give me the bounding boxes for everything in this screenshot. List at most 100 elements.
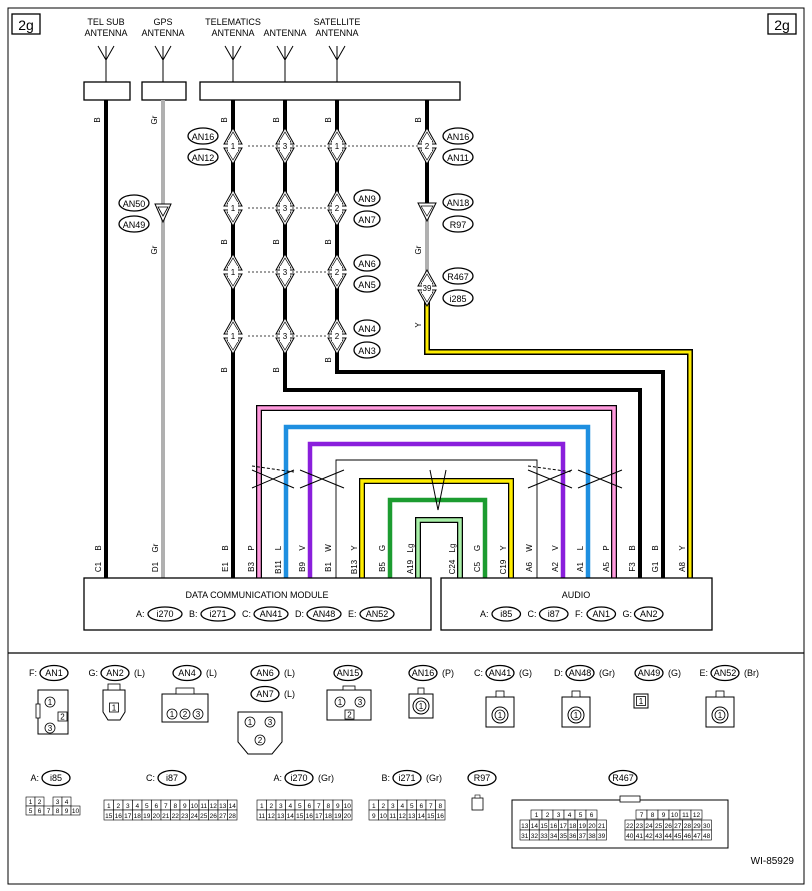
legend-row2-3-suffix: (Gr) <box>426 773 442 783</box>
legend-row2-0-oval <box>41 769 71 787</box>
label-an7: AN7 <box>353 210 381 228</box>
page-tag-right: 2g <box>767 13 797 35</box>
an4-pin-1: 1 <box>170 710 175 719</box>
i270-connector-icon-pin: 16 <box>306 813 314 820</box>
i271-connector-icon-pin: 1 <box>372 803 376 810</box>
r467-right-pin: 29 <box>693 823 701 830</box>
r467-left-top-pin: 6 <box>590 812 594 819</box>
i271-connector-icon-pin: 12 <box>399 813 407 820</box>
i87-connector-icon-pin: 22 <box>172 813 180 820</box>
legend-row2-2-suffix: (Gr) <box>318 773 334 783</box>
label-an11-text: AN11 <box>447 153 469 163</box>
legend-row2-0-id: i85 <box>50 773 62 783</box>
r467-right-pin: 24 <box>645 823 653 830</box>
r467-left-pin: 36 <box>569 833 577 840</box>
an41-connector-icon: 1 <box>485 690 515 728</box>
dcm-conn-prefix-4: E: <box>348 609 357 619</box>
label-an49-text: AN49 <box>123 220 146 230</box>
r467-left-pin: 31 <box>521 833 529 840</box>
i87-connector-icon-pin: 23 <box>181 813 189 820</box>
i87-connector-icon-pin: 27 <box>219 813 227 820</box>
inline-conn-an16-1b-pin: 1 <box>335 142 340 151</box>
legend-entry-row1-6: AN16(P) <box>408 664 454 682</box>
wires <box>104 100 693 578</box>
legend-row1-4-oval <box>250 685 280 703</box>
inline-conn-an9-2: 2 <box>327 188 347 228</box>
legend-row1-10-prefix: E: <box>699 668 708 678</box>
inline-conn-r467-39: 39 <box>417 268 437 308</box>
inline-conn-an9-2-pin: 2 <box>335 204 340 213</box>
wl-c3-b: B <box>324 239 333 244</box>
inline-conn-an4-1-pin: 1 <box>231 332 236 341</box>
satellite-antenna-label-2: ANTENNA <box>315 28 358 38</box>
audio-conn-id-2: AN1 <box>592 609 610 619</box>
r467-left-pin: 32 <box>531 833 539 840</box>
r467-right-pin: 42 <box>645 833 653 840</box>
i85-connector-icon-pin: 4 <box>65 799 69 806</box>
legend-row1-8-prefix: D: <box>554 668 563 678</box>
i270-connector-icon-pin: 8 <box>326 803 330 810</box>
dcm-wire-color-9: Lg <box>406 544 415 553</box>
wl-gps-mid: Gr <box>150 245 159 254</box>
i87-connector-icon-pin: 5 <box>145 803 149 810</box>
i85-connector-icon-pin: 10 <box>72 808 80 815</box>
r467-left-pin: 14 <box>531 823 539 830</box>
i85-connector-icon-pin: 6 <box>38 808 42 815</box>
audio-wire-color-8: B <box>651 545 660 550</box>
wl-c1-c: B <box>220 367 229 372</box>
inline-conn-an16-3-pin: 3 <box>283 142 288 151</box>
i271-connector-icon-pin: 6 <box>419 803 423 810</box>
i85-connector-icon-pin: 8 <box>56 808 60 815</box>
r467-right-pin: 43 <box>655 833 663 840</box>
inline-conn-an16-1: 1 <box>223 126 243 166</box>
inline-conn-an4-3-pin: 3 <box>283 332 288 341</box>
label-an9: AN9 <box>353 189 381 207</box>
legend-row1-6-suffix: (P) <box>442 668 454 678</box>
audio-pin-9: A8 <box>678 562 687 572</box>
dcm-conn-id-1: i271 <box>209 609 226 619</box>
legend-row2-5-oval <box>608 769 638 787</box>
an1-pin-2: 2 <box>60 713 65 722</box>
wire-pink <box>257 406 616 578</box>
label-an16-right: AN16 <box>442 127 474 145</box>
audio-conn-prefix-3: G: <box>623 609 633 619</box>
r467-right-top-pin: 8 <box>651 812 655 819</box>
dcm-conn-prefix-0: A: <box>136 609 145 619</box>
audio-title: AUDIO <box>562 590 591 600</box>
wire-green <box>387 497 488 578</box>
dcm-wire-color-7: Y <box>350 545 359 551</box>
inline-conn-an9-3-pin: 3 <box>283 204 288 213</box>
antenna-label: ANTENNA <box>263 28 306 38</box>
i87-connector-icon-pin: 2 <box>116 803 120 810</box>
r467-left-pin: 17 <box>560 823 568 830</box>
legend-row1-3-suffix: (L) <box>284 668 295 678</box>
i270-connector-icon-pin: 11 <box>258 813 265 820</box>
inline-conn-an6-1-pin: 1 <box>231 268 236 277</box>
audio-wire-color-2: Y <box>499 545 508 551</box>
legend-row1-2-id: AN4 <box>178 668 196 678</box>
inline-conn-an18 <box>417 202 437 223</box>
audio-wire-color-4: V <box>551 545 560 551</box>
upper-wire-labels: B Gr Gr B B B B B B B B B B Gr Y <box>93 115 423 372</box>
wl-c2-a: B <box>272 117 281 122</box>
legend-entry-row2-4: R97 <box>467 769 497 787</box>
inline-conn-an4-3: 3 <box>275 316 295 356</box>
r467-left-pin: 35 <box>560 833 568 840</box>
inline-conn-an16-3: 3 <box>275 126 295 166</box>
an49-connector-icon: 1 <box>633 693 649 709</box>
r97-connector-icon <box>471 794 484 811</box>
i271-connector-icon-pin: 11 <box>389 813 396 820</box>
i87-connector-icon-pin: 3 <box>126 803 130 810</box>
legend-row2-4-oval <box>467 769 497 787</box>
audio-pin-2: C19 <box>499 559 508 574</box>
i270-connector-icon-pin: 7 <box>317 803 321 810</box>
r467-left-pin: 15 <box>540 823 548 830</box>
dcm-pin-1: D1 <box>151 561 160 572</box>
legend-entry-row1-10: E:AN52(Br) <box>699 664 759 682</box>
i270-connector-icon-pin: 18 <box>325 813 333 820</box>
wl-c2-b: B <box>272 239 281 244</box>
i87-connector-icon-pin: 28 <box>229 813 237 820</box>
